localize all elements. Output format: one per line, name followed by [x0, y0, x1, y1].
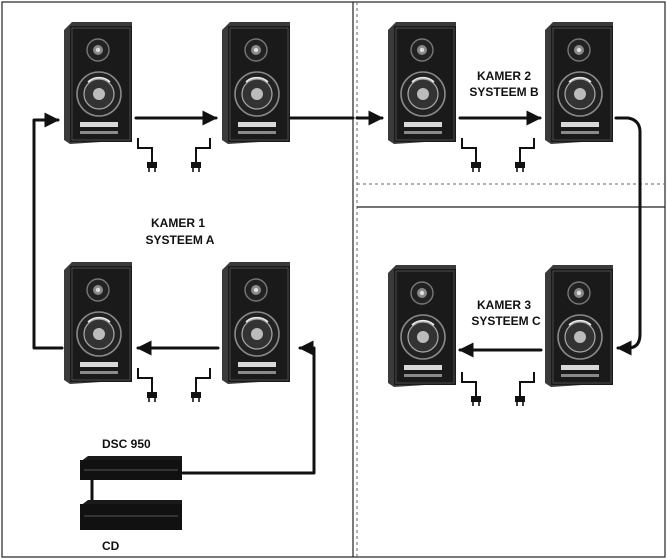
room-2-name: KAMER 2	[477, 69, 531, 83]
speaker-icon	[387, 21, 457, 145]
power-plug-icon	[461, 371, 482, 407]
speaker-icon	[387, 264, 457, 388]
arrow-icon	[181, 340, 316, 475]
speaker-icon	[63, 261, 133, 385]
room-1-name: KAMER 1	[151, 216, 205, 230]
speaker-icon	[221, 21, 291, 145]
speaker-icon	[63, 21, 133, 145]
arrow-icon	[32, 112, 64, 350]
dsc-950-unit	[80, 456, 182, 480]
power-plug-icon	[137, 137, 158, 173]
device-label-cd: CD	[102, 539, 120, 553]
power-plug-icon	[514, 137, 535, 173]
device-label-dsc: DSC 950	[102, 437, 151, 451]
cd-unit	[80, 500, 182, 530]
arrow-icon	[614, 116, 642, 356]
power-plug-icon	[137, 367, 158, 403]
speaker-icon	[221, 261, 291, 385]
room-1-system: SYSTEEM A	[146, 233, 215, 247]
speaker-icon	[544, 264, 614, 388]
power-plug-icon	[461, 137, 482, 173]
power-plug-icon	[514, 371, 535, 407]
power-plug-icon	[190, 367, 211, 403]
room-3-system: SYSTEEM C	[471, 314, 541, 328]
speaker-icon	[544, 21, 614, 145]
room-2-system: SYSTEEM B	[469, 85, 539, 99]
power-plug-icon	[190, 137, 211, 173]
room-3-name: KAMER 3	[477, 298, 531, 312]
